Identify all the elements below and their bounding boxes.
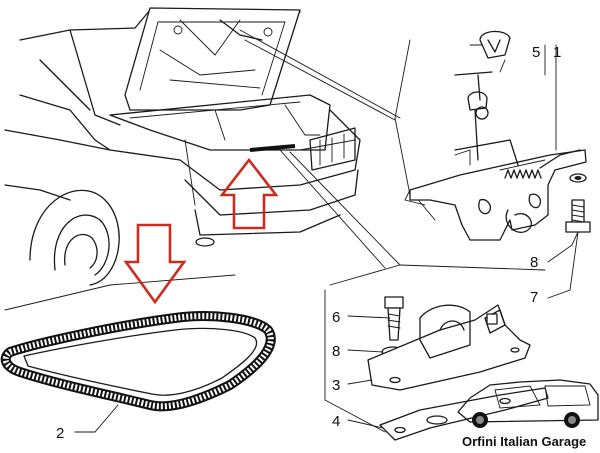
callout-1-5-leaders xyxy=(544,44,557,151)
leader-4 xyxy=(347,419,384,429)
leader-lines xyxy=(4,29,546,433)
trunk-gasket xyxy=(0,311,276,412)
car-rear-illustration xyxy=(4,7,361,286)
callout-8-left: 8 xyxy=(332,343,340,360)
striker-assembly xyxy=(367,296,549,441)
callout-5: 5 xyxy=(532,44,540,61)
down-arrow-icon xyxy=(123,223,187,305)
bolt-washer-right xyxy=(547,173,591,299)
lock-assembly xyxy=(404,30,587,241)
callout-8-right: 8 xyxy=(530,254,538,271)
leader-3 xyxy=(347,379,373,385)
callout-2: 2 xyxy=(56,425,64,442)
callout-4: 4 xyxy=(332,413,340,430)
callout-1: 1 xyxy=(553,44,561,61)
leader-6 xyxy=(347,315,391,319)
leader-2 xyxy=(74,404,119,433)
watermark-text: Orfini Italian Garage xyxy=(462,434,587,449)
callout-6: 6 xyxy=(332,309,340,326)
callout-7: 7 xyxy=(530,289,538,306)
callout-3: 3 xyxy=(332,377,340,394)
leader-8-left xyxy=(347,349,384,353)
up-arrow-icon xyxy=(219,157,279,230)
watermark-car-logo xyxy=(457,379,599,428)
